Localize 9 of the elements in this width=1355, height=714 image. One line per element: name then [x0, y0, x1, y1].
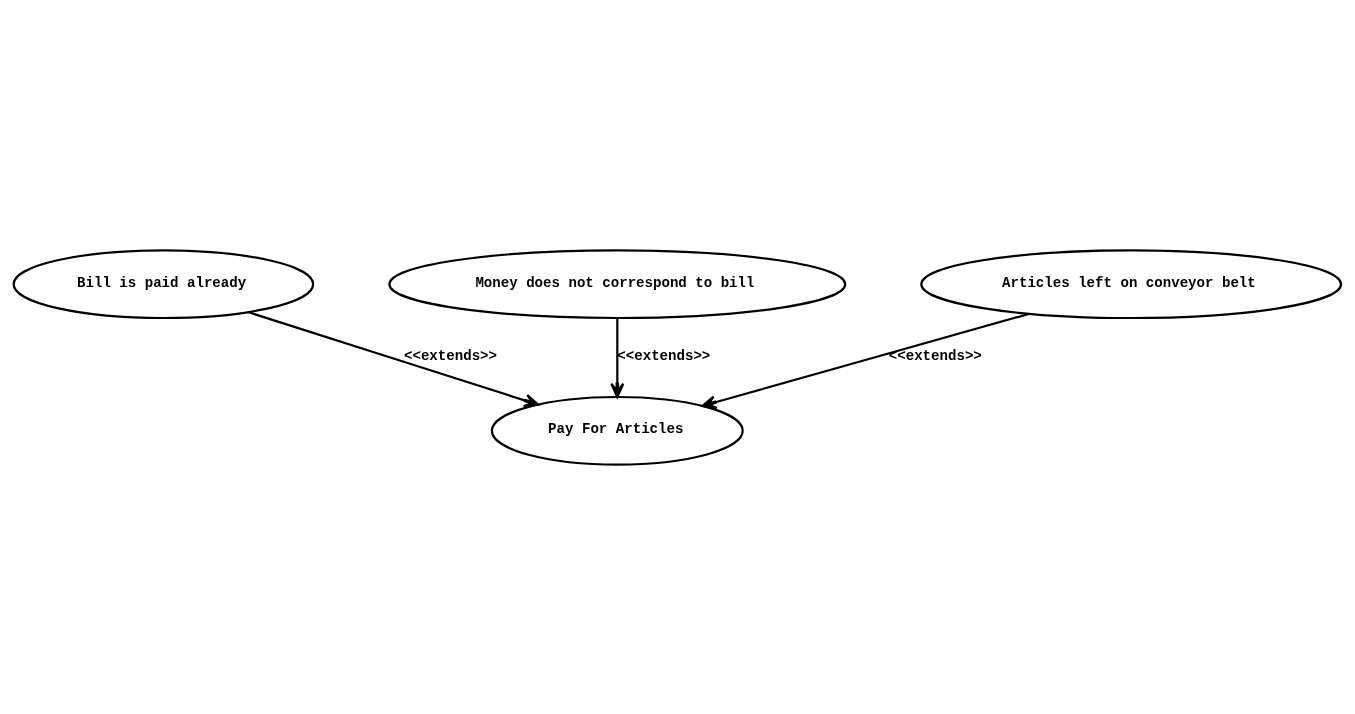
arrow	[701, 312, 1030, 409]
arrow	[247, 310, 540, 407]
node-ellipse: Articles left on conveyor belt	[920, 248, 1343, 319]
edge-label: <<extends>>	[888, 347, 982, 364]
node-ellipse: Bill is paid already	[12, 248, 315, 319]
edge-label: <<extends>>	[617, 347, 711, 364]
arrow	[610, 317, 625, 398]
node-ellipse: Money does not correspond to bill	[388, 248, 847, 319]
edge-label: <<extends>>	[404, 347, 498, 364]
